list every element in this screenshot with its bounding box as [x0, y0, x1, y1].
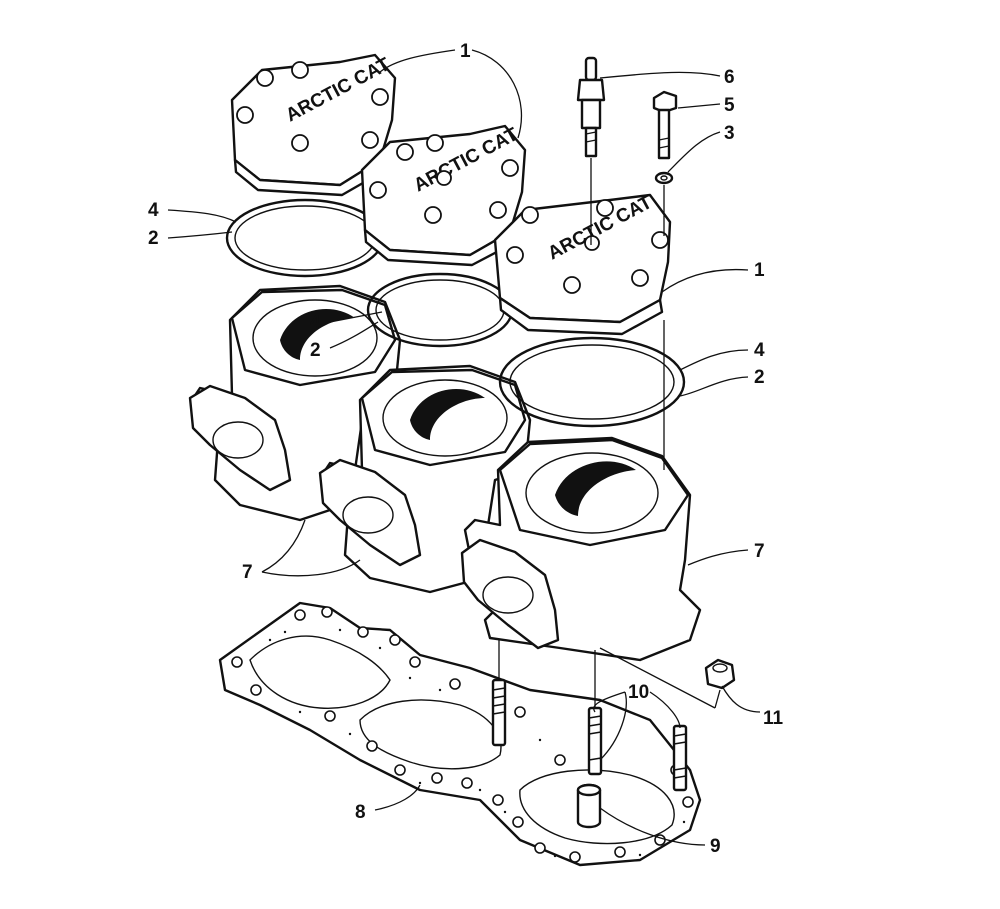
callout-1: 1: [460, 41, 471, 62]
callout-5: 5: [724, 95, 735, 116]
cylinder-nut: [704, 658, 736, 690]
gasket-bolt-holes: [231, 606, 694, 863]
leader-lines: [167, 49, 761, 846]
callout-8: 8: [355, 802, 366, 823]
callout-labels: 1 1 2 2 2 3 4 4 4 5 6 7 7 8 9 10 11: [148, 41, 784, 857]
callout-2: 2: [310, 340, 321, 361]
callout-7: 7: [242, 562, 253, 583]
cylinder-head-middle: ARCTIC CAT: [360, 124, 527, 267]
callout-10: 10: [628, 682, 649, 703]
callout-2: 2: [148, 228, 159, 249]
head-bolt: [652, 90, 678, 160]
callout-1: 1: [754, 260, 765, 281]
assembly-lines: [498, 158, 721, 709]
callout-11: 11: [763, 708, 784, 729]
callout-2: 2: [754, 367, 765, 388]
cylinder-front: [460, 436, 702, 662]
washer: [654, 171, 674, 185]
callout-6: 6: [724, 67, 735, 88]
callout-4: 4: [148, 200, 159, 221]
cylinder-head-front: ARCTIC CAT: [493, 192, 672, 336]
spark-plug: [576, 56, 606, 158]
cylinder-head-rear: ARCTIC CAT: [230, 53, 397, 197]
dowel-sleeve: [576, 783, 602, 829]
callout-3: 3: [724, 123, 735, 144]
callout-7: 7: [754, 541, 765, 562]
callout-4: 4: [754, 340, 765, 361]
callout-4: 4: [310, 312, 321, 333]
callout-9: 9: [710, 836, 721, 857]
